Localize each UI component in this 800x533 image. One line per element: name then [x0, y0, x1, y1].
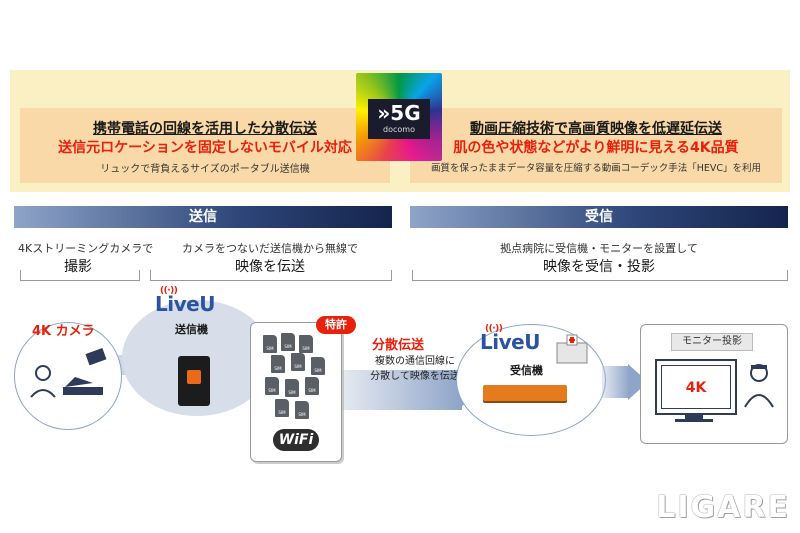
liveu-brand-text: LiveU [155, 292, 215, 316]
ligare-watermark: LIGARE [656, 490, 790, 525]
monitor-stand [685, 413, 703, 419]
send-step1-title: 撮影 [64, 259, 92, 275]
send-step2-note: カメラをつないだ送信機から無線で [182, 242, 358, 255]
receiver-device-icon [483, 385, 567, 401]
sim-card-icon: SIM [265, 377, 279, 395]
wifi-icon: ((·)) [160, 286, 178, 296]
sim-card-icon: SIM [275, 399, 289, 417]
sim-card-icon: SIM [311, 357, 325, 375]
distributed-desc-line1: 複数の通信回線に [375, 356, 455, 367]
sim-card-icon: SIM [295, 401, 309, 419]
logo-5g-text: »5G [377, 101, 421, 125]
feature-panel-4k: 動画圧縮技術で高画質映像を低遅延伝送 肌の色や状態などがより鮮明に見える4K品質… [410, 108, 782, 183]
receiver-label: 受信機 [510, 364, 543, 377]
receive-title: 映像を受信・投影 [543, 259, 655, 275]
monitor-icon: 4K [655, 359, 737, 415]
transmitter-device-icon [178, 356, 210, 406]
monitor-base [675, 419, 713, 422]
panel-highlight: 送信元ロケーションを固定しないモバイル対応 [58, 140, 352, 156]
camera-label: 4K カメラ [32, 324, 95, 339]
liveu-logo-sender: ((·)) LiveU [155, 286, 215, 316]
sim-card-icon: SIM [285, 379, 299, 397]
sim-card-icon: SIM [305, 377, 319, 395]
device-light [187, 370, 201, 384]
distributed-label: 分散伝送 [372, 338, 425, 353]
docomo-5g-logo: »5G docomo [356, 73, 442, 161]
hospital-icon [556, 334, 588, 364]
patent-badge: 特許 [316, 316, 356, 334]
bracket [412, 270, 788, 281]
section-bar-send: 送信 [14, 206, 392, 228]
feature-panel-mobile: 携帯電話の回線を活用した分散伝送 送信元ロケーションを固定しないモバイル対応 リ… [20, 108, 390, 183]
sim-card-icon: SIM [299, 335, 313, 353]
transmitter-scene [122, 300, 272, 416]
bracket [20, 270, 140, 281]
sim-card-icon: SIM [291, 353, 305, 371]
doctor-patient-icon [30, 347, 107, 398]
liveu-logo-receiver: ((·)) LiveU [480, 324, 540, 354]
sim-card-icon: SIM [271, 355, 285, 373]
panel-highlight: 肌の色や状態などがより鮮明に見える4K品質 [453, 140, 739, 156]
distributed-desc-line2: 分散して映像を伝送 [370, 371, 460, 382]
monitor-title: モニター投影 [671, 333, 753, 351]
sim-card-icon: SIM [281, 333, 295, 351]
transmitter-label: 送信機 [175, 323, 208, 336]
flow-arrow-3 [602, 366, 630, 398]
flow-arrow-distribute [342, 370, 462, 410]
panel-note: 画質を保ったままデータ容量を圧縮する動画コーデック手法「HEVC」を利用 [431, 163, 761, 174]
wifi-icon: ((·)) [485, 324, 503, 334]
distributed-desc: 複数の通信回線に 分散して映像を伝送 [360, 352, 470, 382]
panel-heading: 携帯電話の回線を活用した分散伝送 [93, 121, 317, 137]
monitor-panel: モニター投影 4K [640, 324, 788, 444]
wifi-logo: WiFi [273, 429, 319, 451]
panel-heading: 動画圧縮技術で高画質映像を低遅延伝送 [470, 121, 722, 137]
logo-core: »5G docomo [368, 99, 430, 139]
send-step2-title: 映像を伝送 [235, 259, 305, 275]
bracket [150, 270, 392, 281]
liveu-brand-text: LiveU [480, 330, 540, 354]
doctor-icon [744, 364, 774, 408]
send-step1-note: 4Kストリーミングカメラで [18, 242, 154, 255]
receive-note: 拠点病院に受信機・モニターを設置して [500, 242, 698, 255]
section-bar-receive: 受信 [410, 206, 788, 228]
monitor-screen-text: 4K [661, 365, 731, 409]
logo-docomo-text: docomo [383, 125, 415, 134]
camera-scene [14, 322, 122, 430]
sim-card-panel: SIM SIM SIM SIM SIM SIM SIM SIM SIM SIM … [250, 322, 342, 462]
sim-card-icon: SIM [263, 335, 277, 353]
panel-note: リュックで背負えるサイズのポータブル送信機 [100, 164, 310, 175]
